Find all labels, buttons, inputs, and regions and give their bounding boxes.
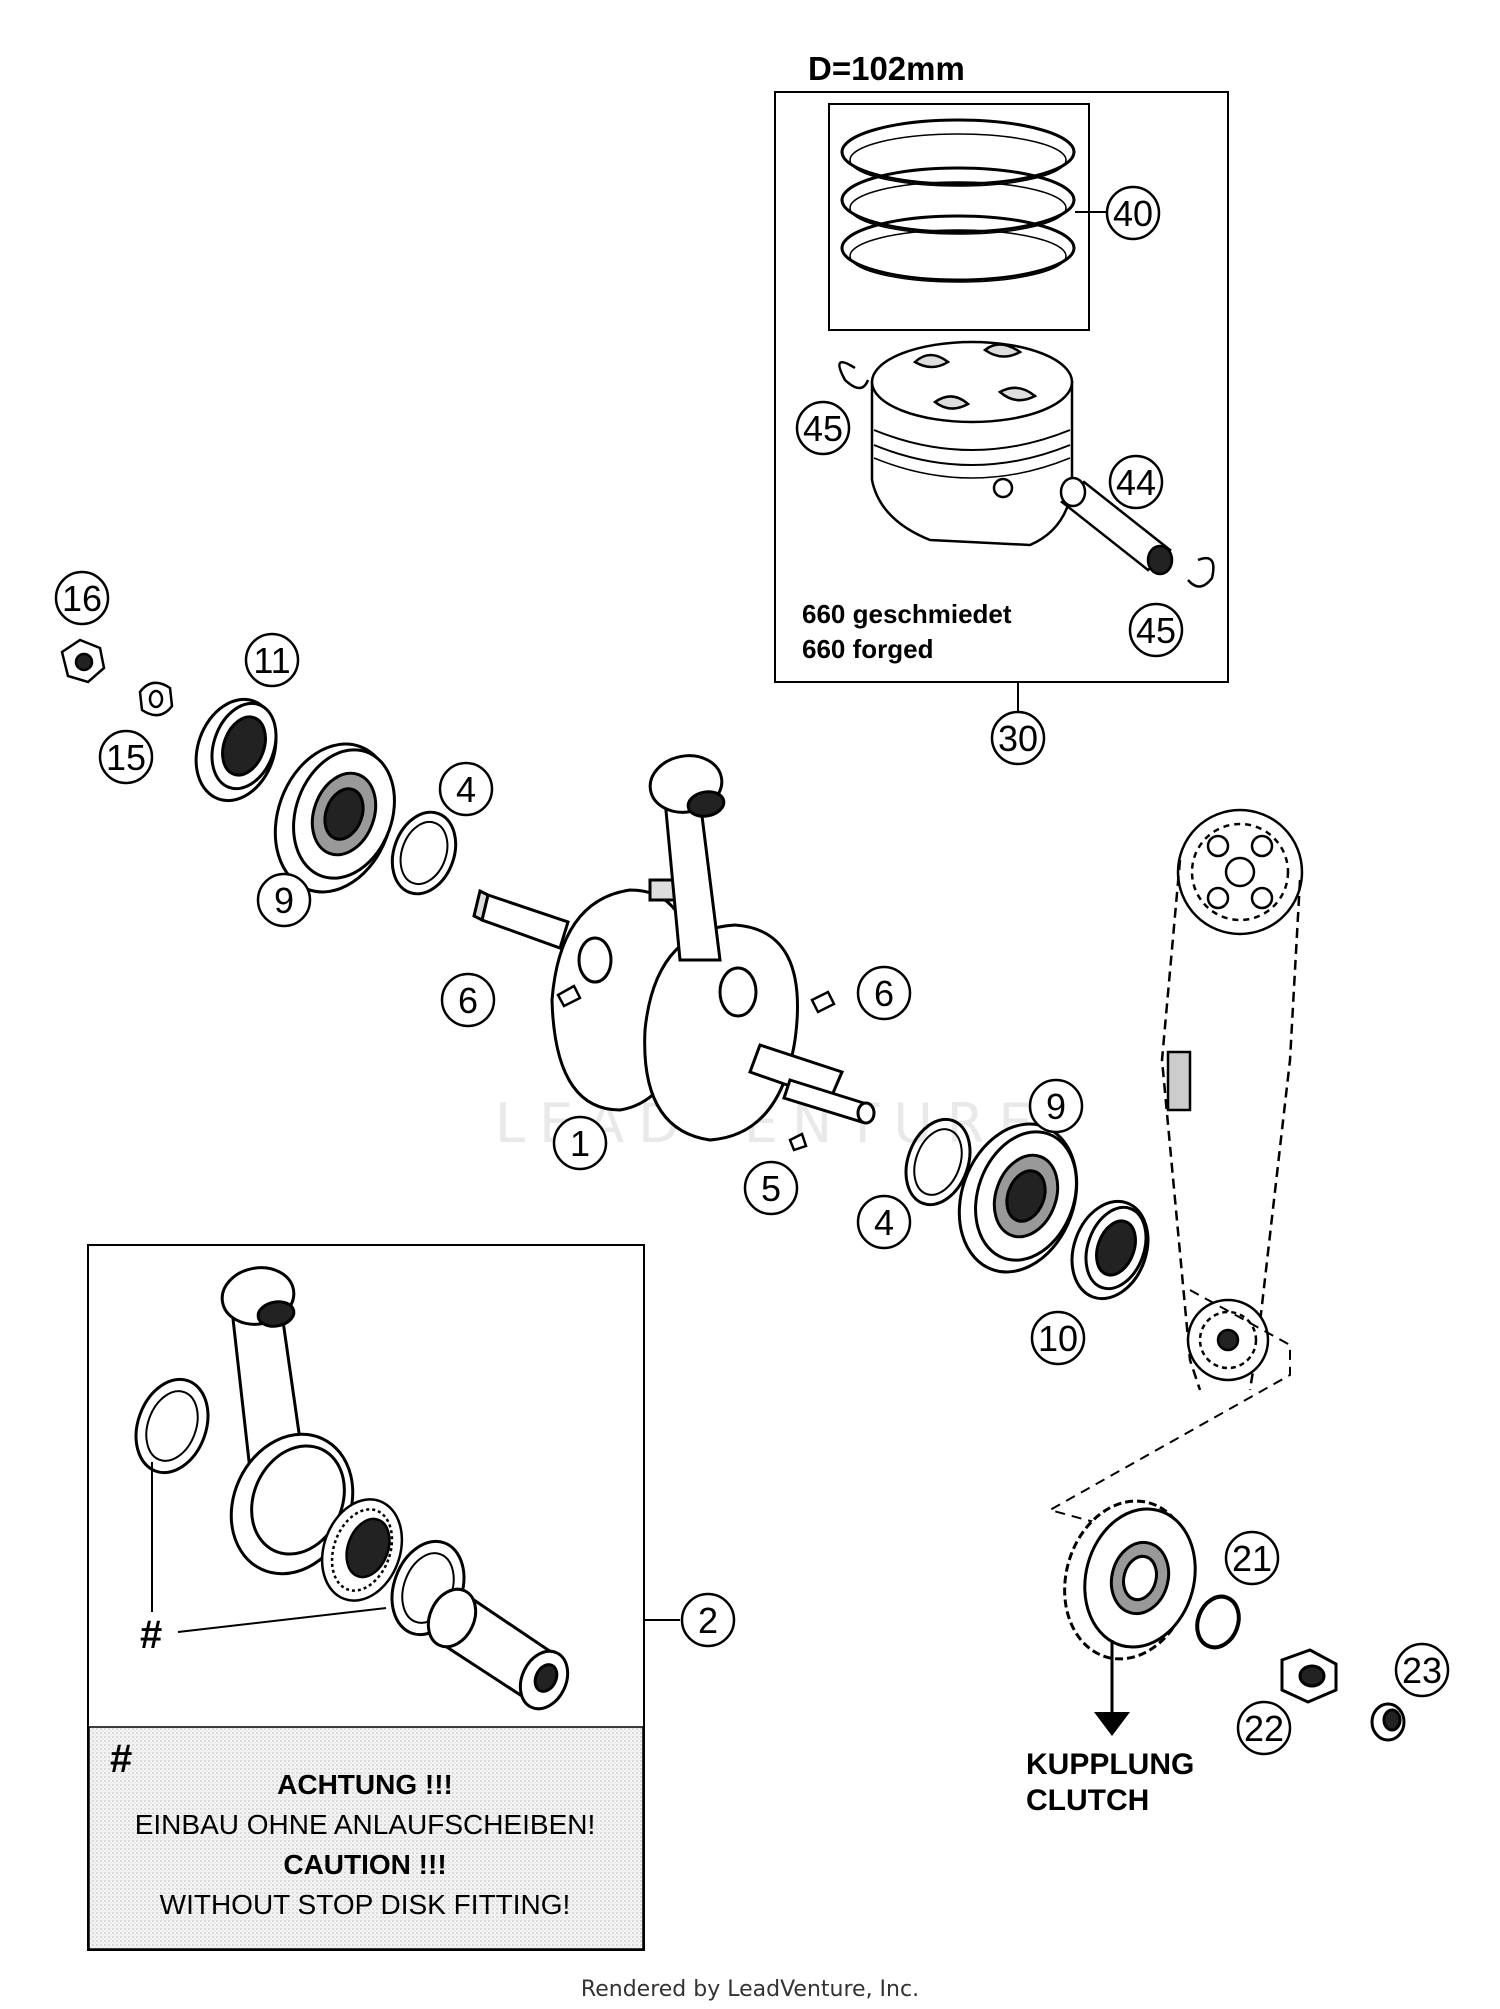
thrust-washer-left[interactable]: [381, 803, 466, 902]
callout-9-right[interactable]: 9: [1028, 1078, 1084, 1134]
primary-drive-gear[interactable]: [1047, 1487, 1210, 1674]
clutch-label-en: CLUTCH: [1026, 1784, 1149, 1817]
svg-text:5: 5: [761, 1168, 781, 1209]
collar-nut[interactable]: [1370, 1702, 1406, 1742]
svg-text:6: 6: [458, 980, 478, 1021]
circlip-right[interactable]: [1187, 556, 1215, 588]
callout-40[interactable]: 40: [1105, 185, 1161, 241]
callout-30[interactable]: 30: [990, 710, 1046, 766]
piston-pin[interactable]: [1059, 476, 1174, 576]
svg-text:4: 4: [456, 769, 476, 810]
thrust-washer-right[interactable]: [895, 1110, 981, 1213]
piston-variant-de: 660 geschmiedet: [802, 599, 1012, 629]
callout-44[interactable]: 44: [1108, 454, 1164, 510]
piston-rings[interactable]: [840, 118, 1076, 283]
needle-bearing[interactable]: [309, 1488, 416, 1612]
lock-washer-gear[interactable]: [1190, 1591, 1245, 1654]
piston[interactable]: [870, 340, 1074, 547]
footer-credit: Rendered by LeadVenture, Inc.: [581, 1977, 919, 2002]
conrod-kit-box: [87, 1244, 645, 1951]
svg-text:45: 45: [1136, 610, 1176, 651]
note-line-2: EINBAU OHNE ANLAUFSCHEIBEN!: [135, 1809, 596, 1840]
conrod-thrust-washer-top[interactable]: [124, 1369, 221, 1482]
woodruff-key-right[interactable]: [810, 990, 836, 1014]
clutch-label-de: KUPPLUNG: [1026, 1748, 1194, 1781]
callout-16[interactable]: 16: [54, 570, 110, 626]
woodruff-key-drive[interactable]: [788, 1132, 808, 1152]
svg-text:23: 23: [1402, 1650, 1442, 1691]
note-line-4: WITHOUT STOP DISK FITTING!: [160, 1889, 571, 1920]
callout-23[interactable]: 23: [1394, 1642, 1450, 1698]
note-line-3: CAUTION !!!: [283, 1849, 446, 1880]
svg-text:4: 4: [874, 1202, 894, 1243]
svg-text:40: 40: [1113, 193, 1153, 234]
callout-10[interactable]: 10: [1030, 1310, 1086, 1366]
callout-22[interactable]: 22: [1236, 1700, 1292, 1756]
arrow-down-icon: [1094, 1712, 1130, 1736]
piston-variant-en: 660 forged: [802, 634, 934, 664]
svg-text:9: 9: [274, 880, 294, 921]
crank-pin[interactable]: [419, 1582, 576, 1717]
callout-11[interactable]: 11: [244, 632, 300, 688]
callout-6-right[interactable]: 6: [856, 965, 912, 1021]
hash-marker: #: [140, 1613, 162, 1657]
piston-diameter-label: D=102mm: [808, 50, 965, 87]
svg-text:44: 44: [1116, 462, 1156, 503]
piston-kit-box: [774, 91, 1229, 683]
svg-text:16: 16: [62, 578, 102, 619]
assembly-guide-line: [1047, 1289, 1291, 1526]
shaft-seal-left[interactable]: [183, 688, 290, 812]
woodruff-key-left[interactable]: [556, 984, 582, 1008]
callout-1[interactable]: 1: [552, 1115, 608, 1171]
crankshaft[interactable]: [472, 750, 876, 1142]
note-hash-marker: #: [110, 1737, 132, 1781]
conrod-kit-group: # # ACHTUNG !!! EINBAU OHNE ANLAUFSCHEIB…: [87, 1244, 680, 1951]
callout-15[interactable]: 15: [98, 729, 154, 785]
ball-bearing-right[interactable]: [939, 1107, 1096, 1288]
svg-text:6: 6: [874, 973, 894, 1014]
callout-45-left[interactable]: 45: [795, 400, 851, 456]
connecting-rod[interactable]: [209, 1262, 375, 1594]
callout-9-left[interactable]: 9: [256, 872, 312, 928]
timing-chain-and-sprocket[interactable]: [1160, 808, 1304, 1391]
svg-text:11: 11: [253, 640, 290, 681]
svg-text:45: 45: [803, 408, 843, 449]
svg-text:21: 21: [1232, 1538, 1272, 1579]
svg-text:10: 10: [1038, 1318, 1078, 1359]
ball-bearing-left[interactable]: [255, 727, 412, 908]
callout-6-left[interactable]: 6: [440, 972, 496, 1028]
callout-2[interactable]: 2: [680, 1592, 736, 1648]
piston-ring-box: [828, 103, 1090, 331]
caution-note-panel: [88, 1726, 644, 1950]
svg-text:22: 22: [1244, 1708, 1284, 1749]
circlip-left[interactable]: [838, 360, 870, 390]
svg-text:30: 30: [998, 718, 1038, 759]
callout-5[interactable]: 5: [743, 1160, 799, 1216]
svg-text:9: 9: [1046, 1086, 1066, 1127]
dome-nut[interactable]: [60, 638, 106, 684]
callout-4-left[interactable]: 4: [438, 761, 494, 817]
note-line-1: ACHTUNG !!!: [277, 1769, 453, 1800]
svg-text:2: 2: [698, 1600, 718, 1641]
callout-4-right[interactable]: 4: [856, 1194, 912, 1250]
callout-45-right[interactable]: 45: [1128, 602, 1184, 658]
callout-21[interactable]: 21: [1224, 1530, 1280, 1586]
shaft-seal-right[interactable]: [1059, 1191, 1161, 1310]
hex-nut[interactable]: [1280, 1648, 1338, 1704]
svg-text:15: 15: [106, 737, 146, 778]
svg-text:1: 1: [570, 1123, 590, 1164]
lock-washer[interactable]: [138, 681, 174, 717]
piston-kit-group: D=102mm: [774, 50, 1229, 712]
